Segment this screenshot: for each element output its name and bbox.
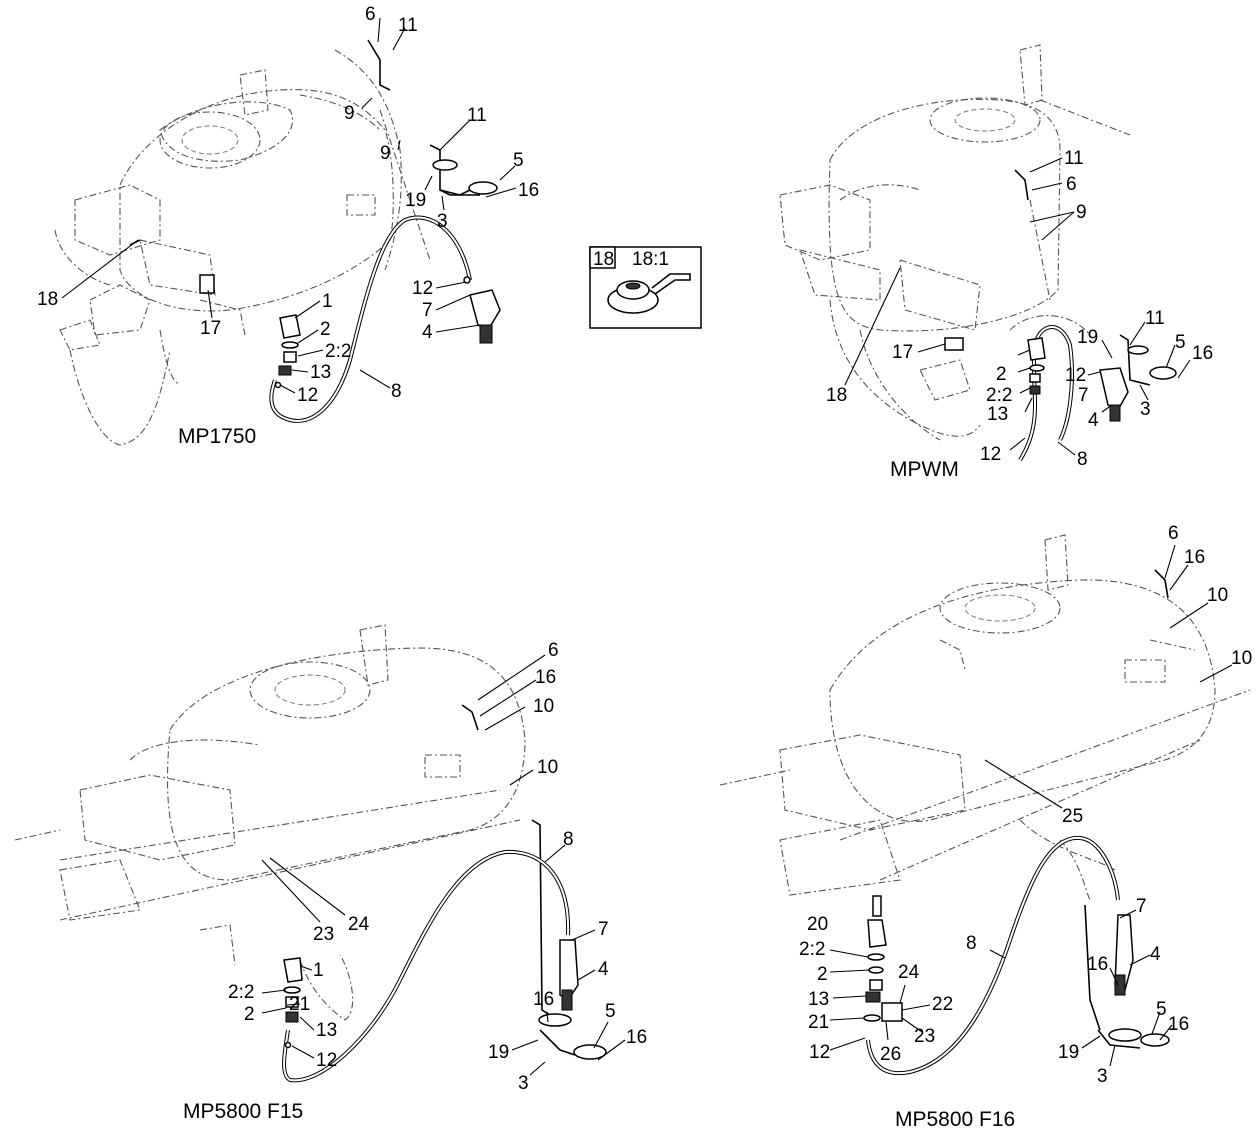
callout: 8: [1077, 449, 1088, 470]
callout: 3: [518, 1073, 529, 1094]
callout: 11: [1145, 308, 1165, 329]
view-caption: MP5800 F15: [183, 1100, 303, 1123]
callout: 5: [513, 150, 524, 171]
callout: 21: [289, 994, 310, 1015]
callout: 6: [1168, 523, 1179, 544]
callout: 4: [422, 322, 433, 343]
callout: 12: [809, 1042, 830, 1063]
callout: 26: [880, 1044, 901, 1065]
view-caption: MPWM: [890, 458, 959, 481]
callout: 16: [1168, 1014, 1189, 1035]
callout: 12: [412, 278, 433, 299]
callout: 23: [313, 924, 334, 945]
callout: 13: [808, 989, 829, 1010]
callout: 1: [313, 960, 324, 981]
callout: 2:2: [799, 939, 825, 960]
callout: 16: [626, 1027, 647, 1048]
callout: 5: [605, 1001, 616, 1022]
callout: 16: [1184, 547, 1205, 568]
callout: 19: [405, 190, 426, 211]
callout: 2:2: [325, 341, 351, 362]
callout: 7: [1136, 896, 1147, 917]
callout: 6: [548, 640, 559, 661]
callout: 11: [467, 105, 487, 126]
view-mpwm: [779, 44, 1177, 462]
detail-index: 18: [593, 249, 614, 270]
callout: 5: [1175, 332, 1186, 353]
callout: 4: [1150, 944, 1161, 965]
callout: 4: [1088, 410, 1099, 431]
callout: 9: [1076, 202, 1087, 223]
callout: 10: [533, 696, 554, 717]
callout: 16: [533, 989, 554, 1010]
callout: 12: [980, 444, 1001, 465]
callout: 2: [817, 964, 828, 985]
callout: 2:2: [986, 385, 1012, 406]
detail-box-18: [589, 246, 702, 329]
callout: 19: [1058, 1042, 1079, 1063]
callout: 11: [1064, 148, 1084, 169]
callout: 11: [398, 15, 418, 36]
view-caption: MP1750: [178, 425, 256, 448]
callout: 21: [808, 1012, 829, 1033]
callout: 12: [1065, 365, 1086, 386]
callout: 13: [316, 1020, 337, 1041]
callout: 6: [365, 4, 376, 25]
callout: 8: [966, 933, 977, 954]
callout: 17: [892, 342, 913, 363]
callout: 2: [320, 319, 331, 340]
callout: 9: [344, 103, 355, 124]
callout: 25: [1062, 806, 1083, 827]
callout: 10: [1207, 585, 1228, 606]
callout: 9: [380, 143, 391, 164]
callout: 12: [316, 1050, 337, 1071]
callout: 7: [598, 919, 609, 940]
callout: 24: [348, 914, 370, 935]
callout: 13: [987, 404, 1008, 425]
callout: 13: [310, 362, 331, 383]
callout: 17: [200, 318, 221, 339]
callout: 18: [37, 289, 58, 310]
callout: 10: [537, 757, 558, 778]
view-mp1750: [54, 39, 501, 446]
callout: 2: [996, 364, 1007, 385]
callout: 24: [898, 962, 920, 983]
callout: 1: [322, 291, 333, 312]
callout-labels: 6 11 9 9 11 5 16 19 3 18 1 17 2 2:2 13 1…: [37, 4, 1252, 1131]
callout: 3: [437, 211, 448, 232]
callout: 18: [826, 385, 847, 406]
detail-label: 18:1: [632, 249, 669, 270]
callout: 7: [1078, 385, 1089, 406]
callout: 12: [297, 385, 318, 406]
callout: 8: [391, 381, 402, 402]
callout: 20: [807, 914, 828, 935]
callout: 19: [488, 1042, 509, 1063]
callout: 22: [932, 994, 953, 1015]
callout: 2: [244, 1004, 255, 1025]
view-caption: MP5800 F16: [895, 1108, 1015, 1131]
callout: 4: [598, 959, 609, 980]
callout: 16: [518, 180, 539, 201]
callout: 2:2: [228, 982, 254, 1003]
callout: 8: [563, 829, 574, 850]
view-mp5800-f15: [14, 624, 607, 1083]
callout: 10: [1231, 648, 1252, 669]
callout: 23: [914, 1026, 935, 1047]
view-mp5800-f16: [719, 534, 1251, 1076]
callout: 5: [1156, 999, 1167, 1020]
callout: 3: [1140, 399, 1151, 420]
callout: 16: [1087, 954, 1108, 975]
callout: 16: [535, 667, 556, 688]
callout: 3: [1097, 1066, 1108, 1087]
callout: 7: [422, 300, 433, 321]
bracket-6: [367, 39, 391, 91]
callout: 16: [1192, 343, 1213, 364]
callout: 6: [1066, 174, 1077, 195]
callout: 19: [1077, 327, 1098, 348]
